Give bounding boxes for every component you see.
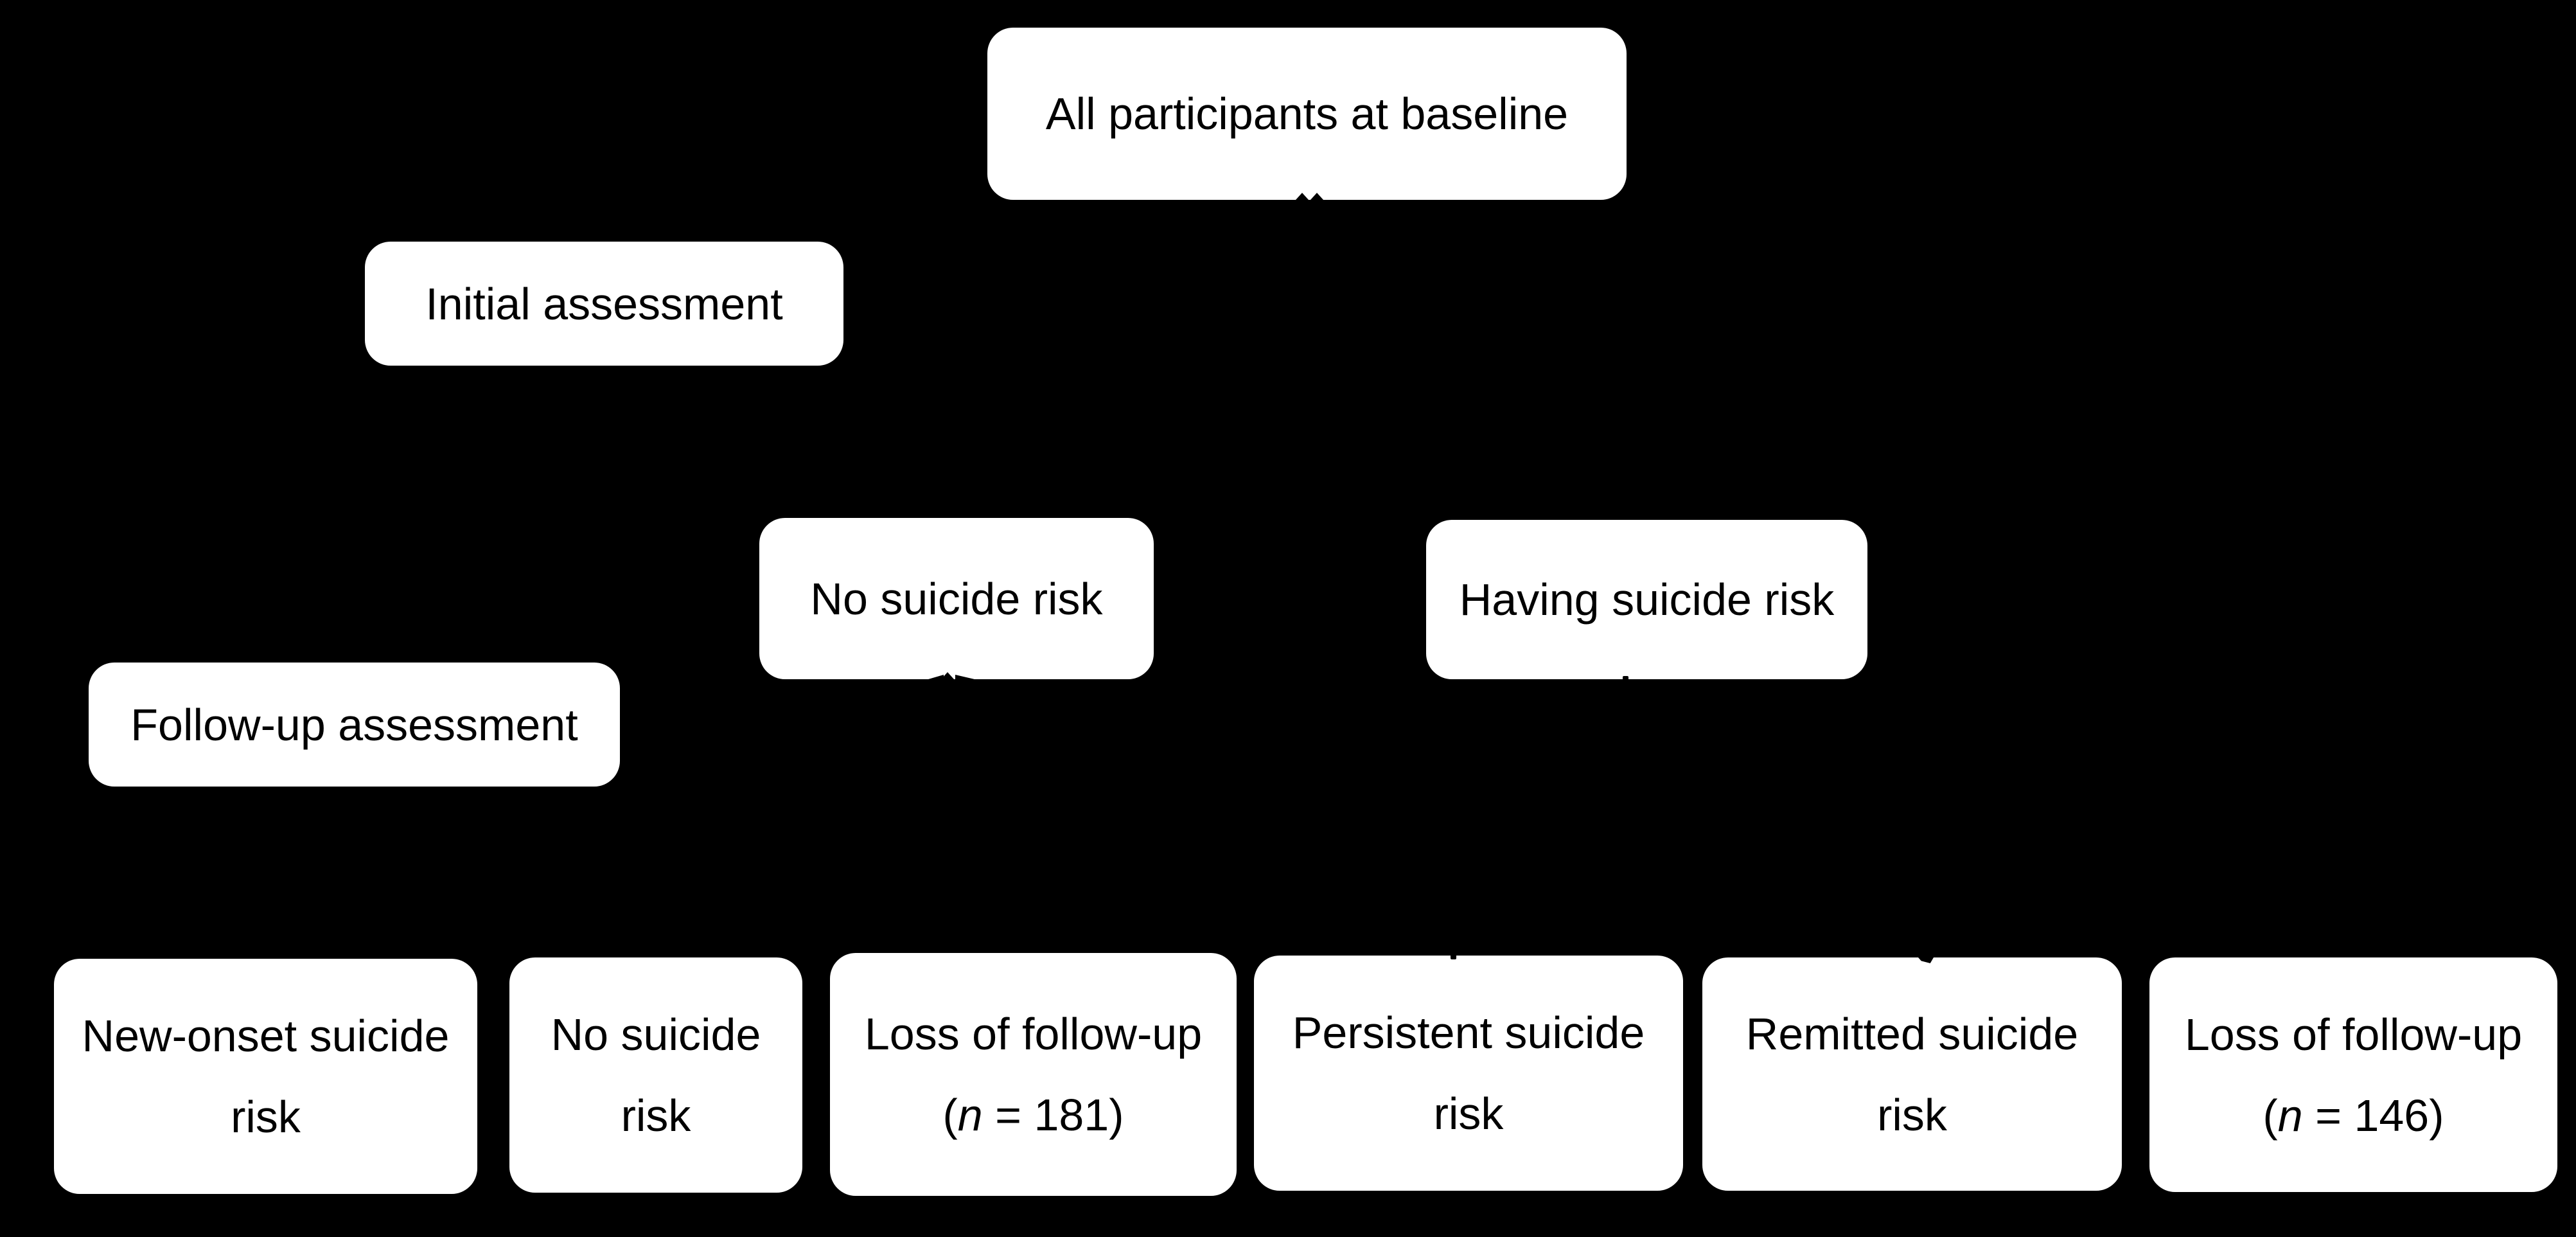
node-all-participants-at-baseline: All participants at baseline xyxy=(987,28,1627,200)
node-label-line2: risk xyxy=(231,1092,301,1142)
node-loss-of-followup-181: Loss of follow-up (n = 181) xyxy=(830,953,1237,1196)
node-label-line2: risk xyxy=(1433,1089,1504,1139)
node-no-suicide-risk-baseline: No suicide risk xyxy=(759,518,1154,679)
connector-line-tip-right-icon xyxy=(955,675,975,679)
node-label-line1: Persistent suicide xyxy=(1292,1008,1645,1058)
n-value: = 181) xyxy=(982,1090,1124,1140)
connector-line-tip-icon xyxy=(1623,676,1628,679)
node-label-line1: No suicide xyxy=(551,1010,761,1060)
connector-arrow-tip-icon xyxy=(1918,957,1934,963)
node-label-line1: Remitted suicide xyxy=(1745,1008,2079,1059)
node-persistent-suicide-risk: Persistent suicide risk xyxy=(1254,956,1683,1191)
n-variable: n xyxy=(2277,1090,2303,1141)
node-new-onset-suicide-risk: New-onset suicide risk xyxy=(54,959,477,1194)
node-no-suicide-risk-followup: No suicide risk xyxy=(509,957,802,1193)
connector-arrow-tip-left-icon xyxy=(1296,193,1309,200)
node-label-line1: Loss of follow-up xyxy=(864,1009,1203,1059)
node-label-line2-n-count: (n = 146) xyxy=(2263,1075,2444,1156)
node-label: No suicide risk xyxy=(810,573,1103,624)
node-loss-of-followup-146: Loss of follow-up (n = 146) xyxy=(2149,957,2557,1192)
node-label: All participants at baseline xyxy=(1045,89,1569,139)
node-label: Follow-up assessment xyxy=(130,699,578,750)
node-remitted-suicide-risk: Remitted suicide risk xyxy=(1702,957,2122,1191)
node-having-suicide-risk: Having suicide risk xyxy=(1426,520,1867,679)
n-value: = 146) xyxy=(2302,1090,2444,1141)
connector-arrow-tip-center-icon xyxy=(941,672,954,679)
paren-open: ( xyxy=(942,1090,958,1140)
node-label-line1: New-onset suicide xyxy=(82,1011,450,1061)
n-variable: n xyxy=(957,1090,983,1140)
connector-line-tip-icon xyxy=(1451,956,1456,959)
connector-line-tip-left-icon xyxy=(928,675,944,679)
node-label-line2-n-count: (n = 181) xyxy=(942,1074,1124,1155)
node-follow-up-assessment: Follow-up assessment xyxy=(89,663,620,787)
paren-open: ( xyxy=(2263,1090,2278,1141)
node-label: Having suicide risk xyxy=(1459,574,1835,625)
node-label-line2: risk xyxy=(621,1090,691,1141)
connector-arrow-tip-right-icon xyxy=(1310,193,1323,200)
node-label-line2: risk xyxy=(1877,1089,1947,1140)
node-label: Initial assessment xyxy=(425,278,783,329)
node-initial-assessment: Initial assessment xyxy=(365,242,843,366)
node-label-line1: Loss of follow-up xyxy=(2184,1009,2523,1060)
